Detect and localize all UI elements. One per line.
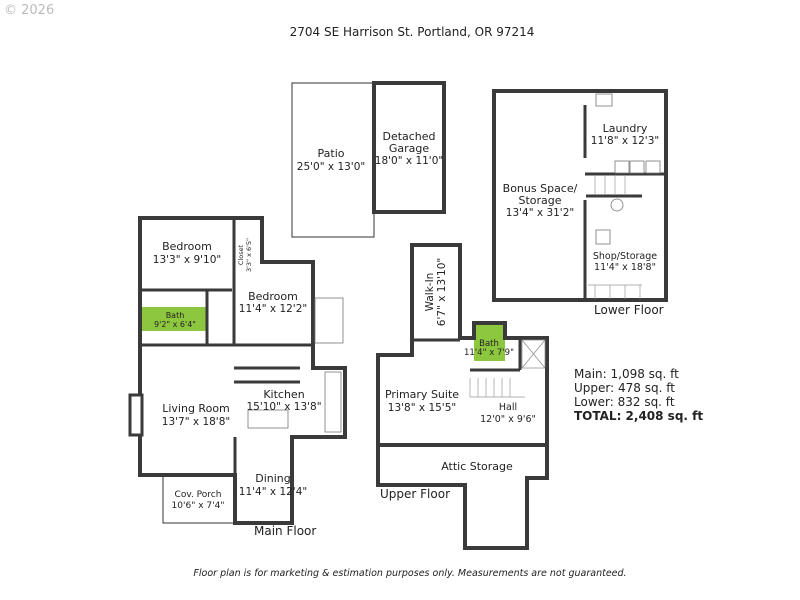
svg-text:Detached: Detached	[382, 130, 435, 143]
svg-text:Lower: 832 sq. ft: Lower: 832 sq. ft	[574, 395, 675, 409]
svg-text:Bonus Space/: Bonus Space/	[503, 182, 578, 195]
svg-text:Patio: Patio	[318, 147, 345, 160]
upper-floor: Walk-In 6'7" x 13'10" Bath 11'4" x 7'9" …	[376, 243, 549, 550]
svg-text:Kitchen: Kitchen	[263, 388, 304, 401]
detached-garage: Detached Garage 18'0" x 11'0"	[372, 81, 446, 214]
svg-text:13'7" x 18'8": 13'7" x 18'8"	[162, 416, 230, 428]
svg-text:Bath: Bath	[166, 311, 185, 320]
svg-text:Bedroom: Bedroom	[248, 290, 298, 303]
disclaimer: Floor plan is for marketing & estimation…	[193, 568, 626, 579]
lower-floor: Bonus Space/ Storage 13'4" x 31'2" Laund…	[492, 89, 668, 302]
svg-text:Dining: Dining	[255, 472, 291, 485]
svg-text:11'4" x 18'8": 11'4" x 18'8"	[594, 262, 656, 273]
svg-text:Bedroom: Bedroom	[162, 240, 212, 253]
svg-text:Primary Suite: Primary Suite	[385, 388, 459, 401]
svg-text:TOTAL: 2,408 sq. ft: TOTAL: 2,408 sq. ft	[574, 409, 703, 423]
svg-text:6'7" x 13'10": 6'7" x 13'10"	[436, 258, 448, 326]
svg-text:Living Room: Living Room	[162, 402, 230, 415]
area-summary: Main: 1,098 sq. ft Upper: 478 sq. ft Low…	[574, 367, 703, 423]
svg-text:11'4" x 12'4": 11'4" x 12'4"	[239, 486, 307, 498]
svg-text:Upper: 478 sq. ft: Upper: 478 sq. ft	[574, 381, 675, 395]
svg-text:11'8" x 12'3": 11'8" x 12'3"	[591, 135, 659, 147]
svg-text:Cov. Porch: Cov. Porch	[175, 490, 222, 500]
svg-text:18'0" x 11'0": 18'0" x 11'0"	[375, 155, 443, 167]
main-floor-label: Main Floor	[254, 524, 316, 538]
patio: Patio 25'0" x 13'0"	[291, 82, 375, 238]
address: 2704 SE Harrison St. Portland, OR 97214	[290, 25, 535, 39]
svg-text:15'10" x 13'8": 15'10" x 13'8"	[246, 401, 321, 413]
svg-text:Garage: Garage	[389, 142, 430, 155]
svg-text:9'2" x 6'4": 9'2" x 6'4"	[154, 320, 196, 329]
svg-text:13'8" x 15'5": 13'8" x 15'5"	[388, 402, 456, 414]
lower-floor-label: Lower Floor	[594, 303, 664, 317]
svg-text:25'0" x 13'0": 25'0" x 13'0"	[297, 161, 365, 173]
svg-text:Storage: Storage	[518, 194, 561, 207]
svg-text:Shop/Storage: Shop/Storage	[593, 251, 657, 262]
svg-text:11'4" x 12'2": 11'4" x 12'2"	[239, 303, 307, 315]
svg-text:Hall: Hall	[499, 402, 517, 413]
watermark: © 2026	[4, 3, 54, 18]
upper-floor-label: Upper Floor	[380, 487, 450, 501]
svg-text:13'4" x 31'2": 13'4" x 31'2"	[506, 207, 574, 219]
svg-text:Bath: Bath	[479, 339, 499, 349]
svg-text:11'4" x 7'9": 11'4" x 7'9"	[464, 348, 514, 358]
main-floor: Bedroom 13'3" x 9'10" Closet 3'3" x 6'5"…	[128, 216, 347, 525]
svg-text:Attic Storage: Attic Storage	[441, 460, 513, 473]
svg-text:13'3" x 9'10": 13'3" x 9'10"	[153, 254, 221, 266]
svg-text:10'6" x 7'4": 10'6" x 7'4"	[172, 501, 225, 511]
svg-text:12'0" x 9'6": 12'0" x 9'6"	[480, 414, 536, 425]
svg-text:Closet: Closet	[237, 244, 245, 265]
svg-text:Laundry: Laundry	[603, 122, 648, 135]
svg-text:Main: 1,098 sq. ft: Main: 1,098 sq. ft	[574, 367, 679, 381]
svg-text:3'3" x 6'5": 3'3" x 6'5"	[245, 238, 253, 272]
svg-text:Walk-In: Walk-In	[424, 273, 436, 312]
